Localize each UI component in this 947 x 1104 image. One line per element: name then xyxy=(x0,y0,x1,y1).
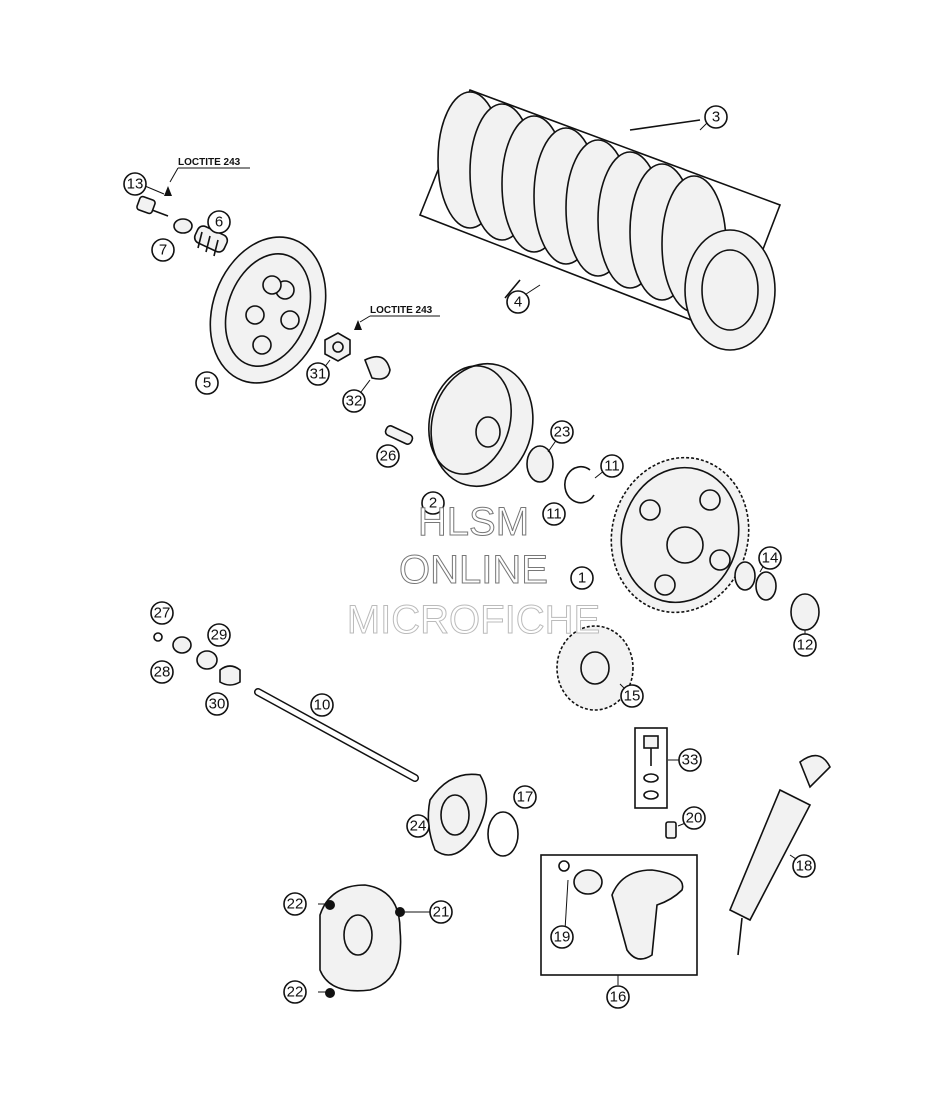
callout-30: 30 xyxy=(205,692,229,716)
callout-15: 15 xyxy=(620,684,644,708)
svg-text:5: 5 xyxy=(203,375,211,392)
svg-text:24: 24 xyxy=(410,818,427,835)
callout-1: 1 xyxy=(570,566,594,590)
svg-text:LOCTITE 243: LOCTITE 243 xyxy=(370,305,433,316)
svg-text:12: 12 xyxy=(797,637,814,654)
pressure-plate xyxy=(209,236,327,384)
svg-text:11: 11 xyxy=(604,458,620,475)
svg-text:14: 14 xyxy=(762,550,779,567)
callout-29: 29 xyxy=(207,623,231,647)
lock-washer-32 xyxy=(363,355,391,380)
svg-text:29: 29 xyxy=(211,627,228,644)
watermark-line-2: ONLINE xyxy=(399,548,549,593)
callout-16: 16 xyxy=(606,985,630,1009)
svg-text:11: 11 xyxy=(546,506,562,523)
primary-gear xyxy=(610,456,750,614)
syringe-18 xyxy=(728,754,831,956)
svg-text:13: 13 xyxy=(127,176,144,193)
bleed-screw-20 xyxy=(665,821,677,839)
svg-text:10: 10 xyxy=(314,697,331,714)
callout-3: 3 xyxy=(704,105,728,129)
clutch-hub xyxy=(428,362,534,488)
loctite-note-mid: LOCTITE 243 xyxy=(359,305,440,323)
svg-text:26: 26 xyxy=(380,448,397,465)
watermark-line-1: HLSM xyxy=(417,500,530,545)
watermark-line-3: MICROFICHE xyxy=(346,598,601,643)
slave-cylinder-kit-16 xyxy=(540,854,698,976)
pressure-piece-30 xyxy=(219,665,241,686)
svg-text:3: 3 xyxy=(712,109,720,126)
callout-11-a: 11 xyxy=(600,454,624,478)
svg-text:22: 22 xyxy=(287,984,304,1001)
callout-19: 19 xyxy=(550,925,574,949)
slave-cylinder xyxy=(319,884,405,998)
washer-28 xyxy=(172,636,192,654)
svg-text:20: 20 xyxy=(686,810,703,827)
pin-26 xyxy=(384,425,414,445)
callout-28: 28 xyxy=(150,660,174,684)
svg-text:32: 32 xyxy=(346,393,363,410)
circlip-11 xyxy=(564,465,595,504)
callout-22-b: 22 xyxy=(283,980,307,1004)
svg-text:33: 33 xyxy=(682,752,699,769)
callout-32: 32 xyxy=(342,389,366,413)
callout-33: 33 xyxy=(678,748,702,772)
callout-14: 14 xyxy=(758,546,782,570)
o-ring-17 xyxy=(487,811,519,857)
screw-13 xyxy=(136,186,172,217)
svg-text:15: 15 xyxy=(624,688,641,705)
callout-6: 6 xyxy=(207,210,231,234)
svg-text:6: 6 xyxy=(215,214,223,231)
svg-text:31: 31 xyxy=(310,366,327,383)
thrust-washer-23 xyxy=(526,445,554,483)
svg-text:23: 23 xyxy=(554,424,571,441)
ball-27 xyxy=(153,632,163,642)
screw-kit-33 xyxy=(634,727,668,809)
callout-17: 17 xyxy=(513,785,537,809)
callout-26: 26 xyxy=(376,444,400,468)
callout-12: 12 xyxy=(793,633,817,657)
clutch-plate-stack xyxy=(418,88,782,351)
svg-text:21: 21 xyxy=(433,904,450,921)
svg-text:22: 22 xyxy=(287,896,304,913)
callout-23: 23 xyxy=(550,420,574,444)
gasket-24 xyxy=(427,773,488,856)
callout-21: 21 xyxy=(429,900,453,924)
svg-text:4: 4 xyxy=(514,294,522,311)
svg-text:30: 30 xyxy=(209,696,226,713)
svg-text:18: 18 xyxy=(796,858,813,875)
washer-7 xyxy=(173,218,193,234)
bearing-29 xyxy=(196,650,218,670)
svg-text:27: 27 xyxy=(154,605,171,622)
callout-7: 7 xyxy=(151,238,175,262)
needle-bearings-14 xyxy=(734,561,777,601)
svg-text:LOCTITE 243: LOCTITE 243 xyxy=(178,157,241,168)
svg-text:19: 19 xyxy=(554,929,571,946)
svg-text:7: 7 xyxy=(159,242,167,259)
callout-20: 20 xyxy=(682,806,706,830)
svg-text:28: 28 xyxy=(154,664,171,681)
loctite-note-top: LOCTITE 243 xyxy=(169,157,250,183)
callout-22-a: 22 xyxy=(283,892,307,916)
callout-10: 10 xyxy=(310,693,334,717)
clutch-plates xyxy=(437,91,776,351)
callout-18: 18 xyxy=(792,854,816,878)
svg-text:16: 16 xyxy=(610,989,627,1006)
callout-2: 2 xyxy=(421,491,445,515)
callout-11-b: 11 xyxy=(542,502,566,526)
callout-5: 5 xyxy=(195,371,219,395)
callout-27: 27 xyxy=(150,601,174,625)
svg-text:1: 1 xyxy=(578,570,586,587)
svg-text:2: 2 xyxy=(429,495,437,512)
svg-text:17: 17 xyxy=(517,789,534,806)
callout-31: 31 xyxy=(306,362,330,386)
callout-4: 4 xyxy=(506,290,530,314)
gear-15 xyxy=(556,625,634,711)
nut-31 xyxy=(324,320,362,362)
callout-13: 13 xyxy=(123,172,147,196)
callout-24: 24 xyxy=(406,814,430,838)
